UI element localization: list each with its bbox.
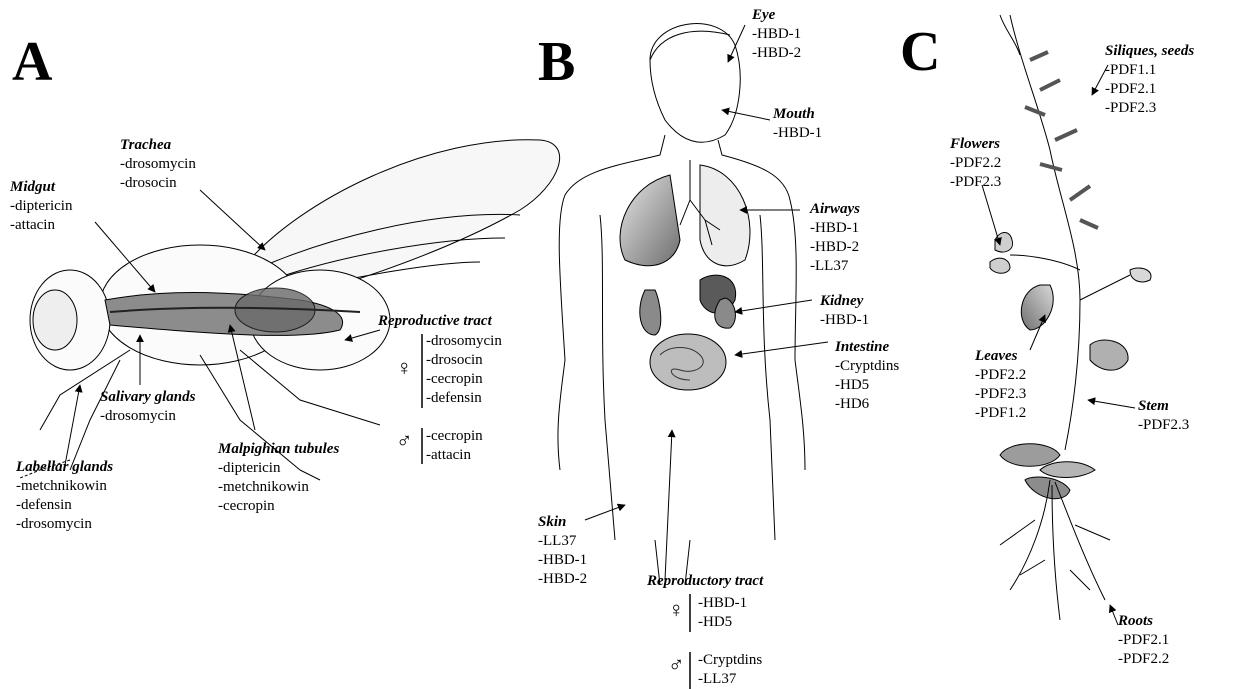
label-skin: Skin -LL37 -HBD-1 -HBD-2	[538, 513, 587, 589]
label-item: -attacin	[10, 216, 72, 235]
label-title: Salivary glands	[100, 388, 195, 407]
label-item: -cecropin	[426, 427, 483, 446]
label-title: Mouth	[773, 105, 822, 124]
male-symbol: ♂	[396, 431, 413, 450]
label-item: -PDF1.2	[975, 404, 1026, 423]
label-title: Reproductive tract	[378, 312, 492, 331]
female-symbol: ♀	[668, 600, 685, 619]
panel-letter-b: B	[538, 34, 575, 90]
label-item: -LL37	[810, 257, 860, 276]
label-item: -PDF2.2	[1118, 650, 1169, 669]
label-item: -PDF2.3	[1105, 99, 1194, 118]
label-item: -PDF2.2	[975, 366, 1026, 385]
label-item: -HBD-1	[810, 219, 860, 238]
label-item: -HD5	[698, 613, 747, 632]
label-item: -HBD-2	[752, 44, 801, 63]
label-title: Trachea	[120, 136, 196, 155]
label-salivary-glands: Salivary glands -drosomycin	[100, 388, 195, 426]
label-item: -drosomycin	[120, 155, 196, 174]
female-symbol: ♀	[396, 358, 413, 377]
label-airways: Airways -HBD-1 -HBD-2 -LL37	[810, 200, 860, 276]
label-item: -PDF2.2	[950, 154, 1001, 173]
label-eye: Eye -HBD-1 -HBD-2	[752, 6, 801, 63]
label-title: Midgut	[10, 178, 72, 197]
label-title: Eye	[752, 6, 801, 25]
label-item: -drosocin	[426, 351, 502, 370]
label-malpighian-tubules: Malpighian tubules -diptericin -metchnik…	[218, 440, 339, 516]
label-title: Intestine	[835, 338, 899, 357]
label-item: -LL37	[538, 532, 587, 551]
label-item: -diptericin	[10, 197, 72, 216]
label-item: -PDF2.3	[1138, 416, 1189, 435]
label-roots: Roots -PDF2.1 -PDF2.2	[1118, 612, 1169, 669]
label-title: Roots	[1118, 612, 1169, 631]
label-reproductory-tract: Reproductory tract	[647, 572, 763, 591]
label-item: -PDF2.1	[1105, 80, 1194, 99]
label-item: -cecropin	[426, 370, 502, 389]
label-item: -Cryptdins	[698, 651, 762, 670]
label-leaves: Leaves -PDF2.2 -PDF2.3 -PDF1.2	[975, 347, 1026, 423]
label-item: -PDF2.1	[1118, 631, 1169, 650]
label-stem: Stem -PDF2.3	[1138, 397, 1189, 435]
label-item: -HBD-1	[773, 124, 822, 143]
label-item: -HD6	[835, 395, 899, 414]
label-item: -attacin	[426, 446, 483, 465]
label-flowers: Flowers -PDF2.2 -PDF2.3	[950, 135, 1001, 192]
label-item: -drosomycin	[426, 332, 502, 351]
label-item: -PDF2.3	[950, 173, 1001, 192]
label-title: Reproductory tract	[647, 572, 763, 591]
label-title: Leaves	[975, 347, 1026, 366]
label-kidney: Kidney -HBD-1	[820, 292, 869, 330]
label-item: -HBD-1	[698, 594, 747, 613]
label-reproductive-tract: Reproductive tract	[378, 312, 492, 331]
label-item: -drosocin	[120, 174, 196, 193]
label-intestine: Intestine -Cryptdins -HD5 -HD6	[835, 338, 899, 414]
label-title: Malpighian tubules	[218, 440, 339, 459]
label-item: -cecropin	[218, 497, 339, 516]
panel-letter-a: A	[12, 34, 52, 90]
label-title: Labellar glands	[16, 458, 113, 477]
label-item: -HBD-1	[820, 311, 869, 330]
label-item: -drosomycin	[16, 515, 113, 534]
label-title: Kidney	[820, 292, 869, 311]
label-item: -LL37	[698, 670, 762, 689]
label-item: -diptericin	[218, 459, 339, 478]
label-siliques-seeds: Siliques, seeds -PDF1.1 -PDF2.1 -PDF2.3	[1105, 42, 1194, 118]
label-item: -PDF2.3	[975, 385, 1026, 404]
male-symbol: ♂	[668, 655, 685, 674]
panel-letter-c: C	[900, 24, 940, 80]
label-mouth: Mouth -HBD-1	[773, 105, 822, 143]
label-item: -Cryptdins	[835, 357, 899, 376]
label-title: Skin	[538, 513, 587, 532]
label-title: Airways	[810, 200, 860, 219]
label-title: Flowers	[950, 135, 1001, 154]
label-item: -defensin	[426, 389, 502, 408]
label-item: -HBD-2	[810, 238, 860, 257]
label-item: -HBD-2	[538, 570, 587, 589]
label-item: -HBD-1	[538, 551, 587, 570]
label-item: -HBD-1	[752, 25, 801, 44]
label-midgut: Midgut -diptericin -attacin	[10, 178, 72, 235]
label-title: Stem	[1138, 397, 1189, 416]
label-trachea: Trachea -drosomycin -drosocin	[120, 136, 196, 193]
label-item: -defensin	[16, 496, 113, 515]
label-labellar-glands: Labellar glands -metchnikowin -defensin …	[16, 458, 113, 534]
label-item: -HD5	[835, 376, 899, 395]
label-item: -metchnikowin	[16, 477, 113, 496]
label-title: Siliques, seeds	[1105, 42, 1194, 61]
label-item: -PDF1.1	[1105, 61, 1194, 80]
label-item: -metchnikowin	[218, 478, 339, 497]
label-item: -drosomycin	[100, 407, 195, 426]
